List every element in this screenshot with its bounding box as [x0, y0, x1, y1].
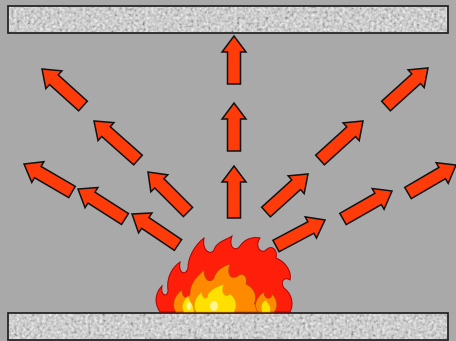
inner-flame-right [260, 299, 271, 313]
arrow-icon [76, 186, 130, 226]
arrow-icon [220, 101, 248, 152]
arrow-icon [260, 173, 309, 218]
arrow-icon [220, 164, 248, 219]
arrow-icon [380, 67, 429, 112]
top-plate [7, 5, 449, 34]
arrow-icon [130, 212, 183, 252]
flame-core [210, 301, 218, 311]
bottom-plate [7, 312, 449, 341]
arrow-icon [22, 160, 77, 199]
arrow-icon [403, 161, 456, 200]
arrow-icon [220, 34, 248, 85]
fire-icon [155, 234, 293, 313]
arrow-icon [41, 68, 89, 112]
radiation-arrows [22, 34, 456, 253]
inner-flame [194, 283, 237, 313]
flame-core [186, 302, 192, 310]
arrow-icon [271, 215, 327, 253]
arrow-icon [314, 120, 364, 166]
arrow-icon [338, 187, 394, 226]
arrow-icon [93, 120, 144, 166]
arrow-icon [147, 171, 194, 218]
